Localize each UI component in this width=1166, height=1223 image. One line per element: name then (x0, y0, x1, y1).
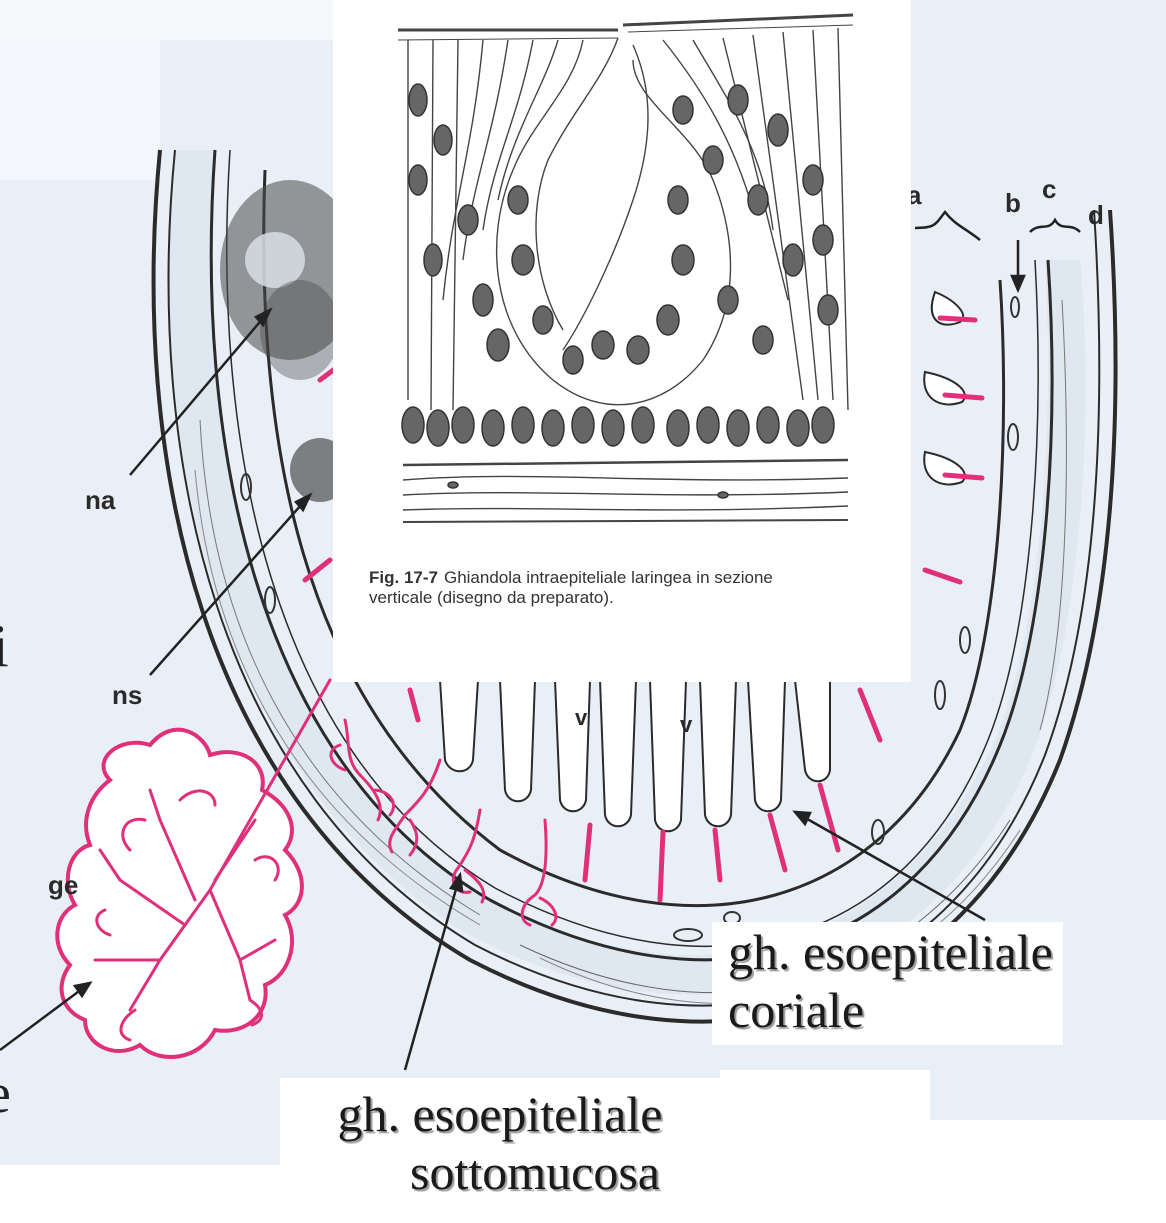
label-coriale: gh. esoepiteliale coriale (712, 922, 1063, 1045)
edge-text-fragment-top: i (0, 612, 9, 681)
label-b: b (1005, 188, 1021, 219)
inset-caption-line1: Ghiandola intraepiteliale laringea in se… (444, 568, 773, 587)
inset-caption: Fig. 17-7 Ghiandola intraepiteliale larin… (369, 568, 889, 609)
label-d: d (1088, 200, 1104, 231)
label-ge: ge (48, 870, 78, 901)
label-sottomucosa-line2: sottomucosa (280, 1144, 720, 1202)
label-c: c (1042, 174, 1056, 205)
label-sottomucosa-line1: gh. esoepiteliale (280, 1086, 720, 1144)
inset-figure: Fig. 17-7 Ghiandola intraepiteliale larin… (333, 0, 911, 682)
inset-caption-line2: verticale (disegno da preparato). (369, 588, 614, 607)
label-coriale-line2: coriale (728, 982, 1053, 1040)
label-sottomucosa: gh. esoepiteliale sottomucosa (280, 1078, 720, 1211)
label-coriale-line1: gh. esoepiteliale (728, 924, 1053, 982)
label-v-2: v (680, 712, 692, 738)
edge-text-fragment-bottom: e (0, 1062, 11, 1126)
label-ns: ns (112, 680, 142, 711)
label-na: na (85, 485, 115, 516)
cell-nuclei (402, 84, 838, 498)
inset-fig-number: Fig. 17-7 (369, 568, 438, 587)
label-v-1: v (575, 705, 587, 731)
